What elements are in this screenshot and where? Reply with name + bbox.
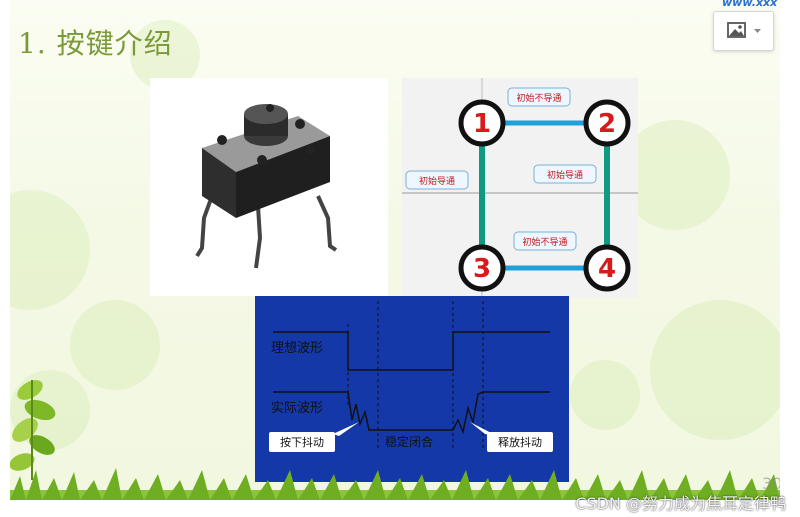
pin-conduction-diagram: 1 2 3 4 初始不导通	[402, 78, 638, 298]
ideal-waveform-trace	[273, 331, 550, 371]
image-options-button[interactable]	[713, 11, 774, 51]
svg-text:初始不导通: 初始不导通	[516, 92, 561, 104]
callout-right: 初始导通	[533, 164, 597, 184]
slide-canvas: 1. 按键介绍	[10, 0, 780, 500]
grass-border	[10, 468, 780, 500]
decorative-leaves	[10, 380, 56, 480]
pin-2: 2	[583, 99, 631, 147]
pin-1-label: 1	[473, 109, 491, 139]
pin-3: 3	[458, 244, 506, 292]
bounce-waveform-diagram: 理想波形 实际波形 稳定闭合 按下抖动 释放抖动	[255, 296, 569, 482]
pin-3-label: 3	[473, 254, 491, 284]
press-bounce-label: 按下抖动	[280, 435, 324, 449]
tactile-switch-illustration	[195, 104, 338, 269]
pin-4: 4	[583, 244, 631, 292]
svg-text:初始不导通: 初始不导通	[522, 236, 567, 248]
release-bounce-label: 释放抖动	[498, 435, 542, 449]
waveform-svg: 理想波形 实际波形 稳定闭合 按下抖动 释放抖动	[269, 301, 553, 452]
press-bounce-callout	[269, 432, 335, 452]
tactile-switch-photo	[150, 78, 388, 296]
actual-waveform-label: 实际波形	[271, 401, 323, 416]
slide-page-number: 30	[762, 474, 780, 493]
image-icon	[727, 22, 746, 38]
callout-bottom: 初始不导通	[513, 231, 577, 251]
caret-down-icon	[754, 29, 761, 33]
pin-1: 1	[458, 99, 506, 147]
pin-2-label: 2	[598, 109, 616, 139]
slide-title: 1. 按键介绍	[18, 27, 173, 60]
svg-text:初始导通: 初始导通	[547, 169, 583, 181]
svg-text:初始导通: 初始导通	[419, 175, 455, 187]
callout-left: 初始导通	[405, 170, 469, 190]
pin-diagram-svg: 1 2 3 4 初始不导通	[402, 78, 638, 298]
stable-closed-label: 稳定闭合	[385, 434, 433, 449]
release-bounce-callout	[487, 432, 553, 452]
callout-top: 初始不导通	[507, 87, 571, 107]
csdn-watermark: CSDN @努力成为焦耳定律鸭	[575, 494, 786, 513]
top-watermark-fragment: www.xxx	[722, 0, 778, 9]
pin-4-label: 4	[598, 254, 616, 284]
ideal-waveform-label: 理想波形	[271, 340, 323, 356]
actual-waveform-trace	[273, 391, 550, 435]
